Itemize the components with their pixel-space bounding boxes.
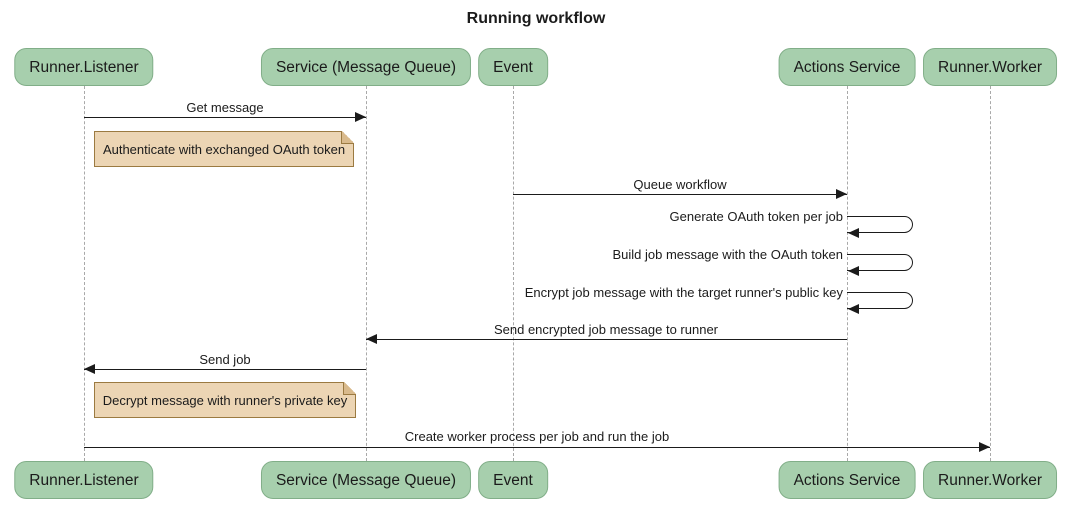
lifeline-event xyxy=(513,86,514,461)
arrowhead-left-icon xyxy=(848,266,859,276)
actor-top-event: Event xyxy=(478,48,548,86)
actor-top-actions-service: Actions Service xyxy=(778,48,916,86)
message-label-generate-oauth-token: Generate OAuth token per job xyxy=(669,209,843,224)
note-fold-icon xyxy=(341,131,354,144)
lifeline-runner-worker xyxy=(990,86,991,461)
arrowhead-right-icon xyxy=(979,442,990,452)
arrowhead-right-icon xyxy=(355,112,366,122)
message-label-encrypt-job-message: Encrypt job message with the target runn… xyxy=(524,285,843,300)
note-authenticate-text: Authenticate with exchanged OAuth token xyxy=(102,141,346,157)
lifeline-runner-listener xyxy=(84,86,85,461)
lifeline-service-message-queue xyxy=(366,86,367,461)
message-line-queue-workflow xyxy=(513,194,847,195)
arrowhead-right-icon xyxy=(836,189,847,199)
arrowhead-left-icon xyxy=(848,228,859,238)
actor-top-runner-listener: Runner.Listener xyxy=(14,48,154,86)
actor-top-runner-worker: Runner.Worker xyxy=(923,48,1057,86)
note-fold-icon xyxy=(343,382,356,395)
actor-bottom-actions-service: Actions Service xyxy=(778,461,916,499)
diagram-title: Running workflow xyxy=(466,10,606,27)
message-line-create-worker xyxy=(84,447,990,448)
arrowhead-left-icon xyxy=(848,304,859,314)
lifeline-actions-service xyxy=(847,86,848,461)
note-decrypt-text: Decrypt message with runner's private ke… xyxy=(102,392,348,408)
message-label-create-worker: Create worker process per job and run th… xyxy=(404,429,670,444)
note-decrypt: Decrypt message with runner's private ke… xyxy=(94,382,356,418)
note-authenticate: Authenticate with exchanged OAuth token xyxy=(94,131,354,167)
actor-top-service-message-queue: Service (Message Queue) xyxy=(260,48,472,86)
message-line-send-job xyxy=(84,369,366,370)
self-loop-line xyxy=(847,254,913,271)
message-label-queue-workflow: Queue workflow xyxy=(633,177,727,192)
self-loop-line xyxy=(847,216,913,233)
arrowhead-left-icon xyxy=(84,364,95,374)
message-line-get-message xyxy=(84,117,366,118)
message-label-get-message: Get message xyxy=(186,100,264,115)
self-loop-line xyxy=(847,292,913,309)
actor-bottom-runner-worker: Runner.Worker xyxy=(923,461,1057,499)
arrowhead-left-icon xyxy=(366,334,377,344)
message-line-send-encrypted-job xyxy=(366,339,847,340)
message-label-send-job: Send job xyxy=(199,352,251,367)
message-label-build-job-message: Build job message with the OAuth token xyxy=(612,247,843,262)
actor-bottom-runner-listener: Runner.Listener xyxy=(14,461,154,499)
actor-bottom-service-message-queue: Service (Message Queue) xyxy=(260,461,472,499)
actor-bottom-event: Event xyxy=(478,461,548,499)
message-label-send-encrypted-job: Send encrypted job message to runner xyxy=(493,322,719,337)
